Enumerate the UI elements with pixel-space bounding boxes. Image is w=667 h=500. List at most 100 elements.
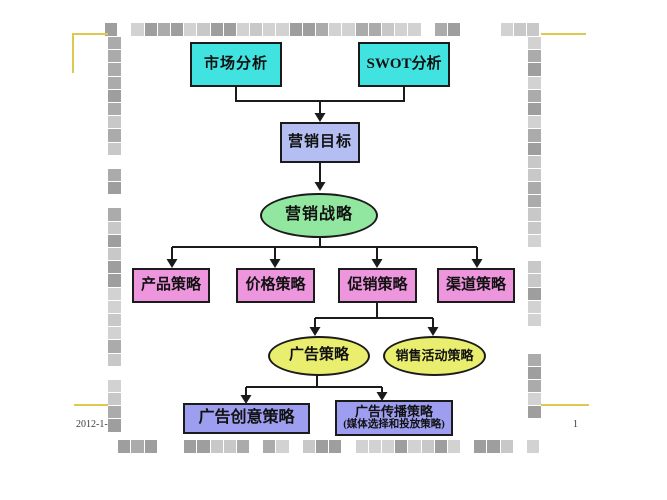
- mosaic-tile: [250, 23, 263, 36]
- mosaic-tile: [355, 440, 368, 453]
- mosaic-tile: [528, 63, 541, 76]
- mosaic-tile: [528, 366, 541, 379]
- mosaic-tile: [355, 23, 368, 36]
- mosaic-tile: [487, 23, 500, 36]
- mosaic-tile: [528, 327, 541, 340]
- mosaic-tile: [108, 76, 121, 89]
- mosaic-tile: [263, 440, 276, 453]
- mosaic-tile: [316, 440, 329, 453]
- mosaic-tile: [236, 23, 250, 36]
- mosaic-tile: [395, 440, 408, 453]
- mosaic-tile: [329, 440, 342, 453]
- mosaic-border-left: [108, 37, 121, 432]
- mosaic-tile: [474, 23, 487, 36]
- mosaic-tile: [528, 248, 541, 261]
- node-swot-analysis: SWOT分析: [358, 42, 450, 87]
- mosaic-tile: [528, 50, 541, 63]
- node-ad-communication-strategy: 广告传播策略 (媒体选择和投放策略): [335, 400, 453, 436]
- mosaic-tile: [170, 440, 184, 453]
- mosaic-tile: [528, 37, 541, 50]
- accent-line-bottom-right-h: [541, 404, 589, 406]
- node-label: 促销策略: [347, 276, 408, 293]
- mosaic-tile: [108, 208, 121, 221]
- mosaic-tile: [223, 23, 236, 36]
- mosaic-tile: [528, 393, 541, 406]
- mosaic-tile: [108, 168, 121, 182]
- mosaic-tile: [513, 440, 526, 453]
- mosaic-tile: [105, 23, 118, 36]
- accent-line-top-right-h: [541, 33, 586, 35]
- node-ad-creative-strategy: 广告创意策略: [183, 403, 310, 434]
- node-label: 市场分析: [203, 55, 268, 72]
- mosaic-tile: [289, 23, 302, 36]
- mosaic-tile: [528, 129, 541, 142]
- accent-line-top-left-v: [72, 33, 74, 73]
- mosaic-tile: [108, 182, 121, 195]
- mosaic-tile: [528, 274, 541, 287]
- mosaic-tile: [408, 440, 421, 453]
- mosaic-tile: [395, 23, 408, 36]
- mosaic-tile: [421, 440, 434, 453]
- mosaic-tile: [500, 23, 513, 36]
- node-label: 广告策略: [288, 347, 349, 364]
- mosaic-tile: [528, 116, 541, 129]
- mosaic-tile: [157, 440, 170, 453]
- mosaic-tile: [236, 440, 250, 453]
- mosaic-border-top: [105, 23, 540, 36]
- mosaic-tile: [527, 23, 540, 36]
- mosaic-tile: [108, 37, 121, 50]
- mosaic-tile: [131, 440, 144, 453]
- mosaic-tile: [108, 406, 121, 419]
- mosaic-tile: [131, 23, 144, 36]
- mosaic-tile: [157, 23, 170, 36]
- mosaic-tile: [118, 23, 131, 36]
- mosaic-tile: [276, 440, 289, 453]
- mosaic-tile: [447, 440, 461, 453]
- mosaic-tile: [118, 440, 131, 453]
- mosaic-tile: [108, 116, 121, 129]
- mosaic-tile: [250, 440, 263, 453]
- mosaic-tile: [302, 23, 315, 36]
- node-label: 渠道策略: [445, 276, 506, 293]
- mosaic-tile: [108, 63, 121, 76]
- mosaic-tile: [108, 300, 121, 313]
- node-label: 营销目标: [287, 133, 352, 150]
- node-product-strategy: 产品策略: [132, 268, 210, 303]
- mosaic-tile: [528, 155, 541, 168]
- node-label: SWOT分析: [366, 55, 442, 72]
- mosaic-tile: [108, 248, 121, 261]
- mosaic-tile: [527, 440, 540, 453]
- mosaic-tile: [342, 440, 355, 453]
- mosaic-tile: [434, 440, 447, 453]
- mosaic-tile: [528, 353, 541, 366]
- mosaic-tile: [108, 340, 121, 353]
- mosaic-tile: [381, 440, 395, 453]
- mosaic-tile: [108, 261, 121, 274]
- mosaic-border-bottom: [105, 440, 540, 453]
- mosaic-tile: [528, 234, 541, 247]
- mosaic-tile: [289, 440, 302, 453]
- node-label: 广告创意策略: [198, 409, 295, 427]
- mosaic-tile: [528, 182, 541, 195]
- mosaic-tile: [528, 102, 541, 116]
- mosaic-tile: [528, 419, 541, 432]
- mosaic-tile: [316, 23, 329, 36]
- node-label: 广告传播策略: [354, 403, 433, 419]
- node-market-analysis: 市场分析: [190, 42, 282, 87]
- mosaic-tile: [210, 23, 223, 36]
- mosaic-tile: [223, 440, 236, 453]
- mosaic-tile: [108, 379, 121, 393]
- mosaic-tile: [381, 23, 395, 36]
- mosaic-tile: [487, 440, 500, 453]
- node-promotion-strategy: 促销策略: [338, 268, 417, 303]
- mosaic-tile: [108, 419, 121, 432]
- mosaic-tile: [461, 23, 474, 36]
- mosaic-tile: [108, 50, 121, 63]
- mosaic-tile: [197, 23, 210, 36]
- node-price-strategy: 价格策略: [236, 268, 315, 303]
- mosaic-tile: [447, 23, 461, 36]
- mosaic-tile: [528, 208, 541, 221]
- mosaic-tile: [108, 366, 121, 379]
- mosaic-tile: [108, 353, 121, 366]
- mosaic-tile: [105, 440, 118, 453]
